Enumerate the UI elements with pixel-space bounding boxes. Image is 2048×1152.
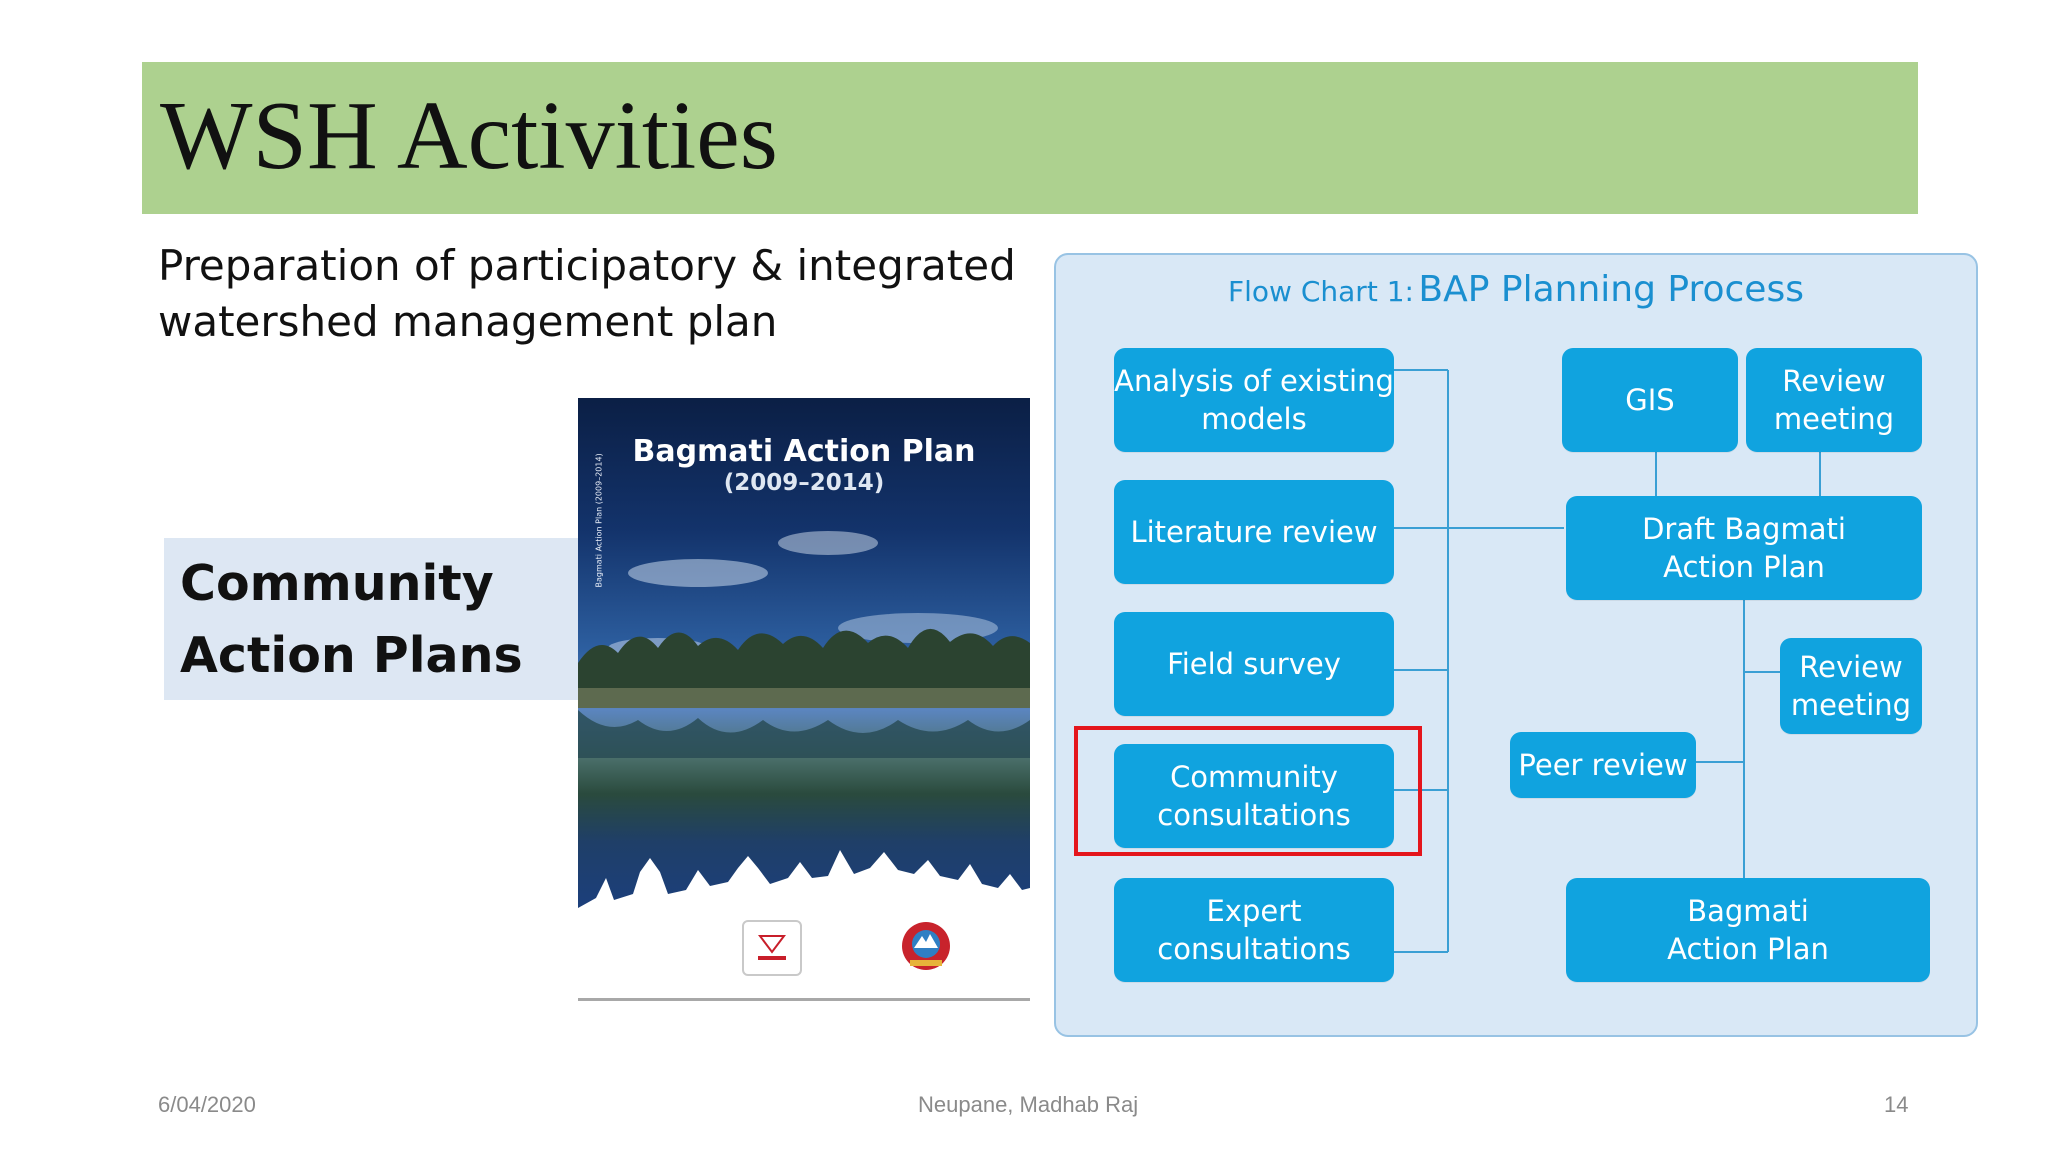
caption-text: Community Action Plans xyxy=(180,548,523,692)
footer-author: Neupane, Madhab Raj xyxy=(918,1092,1139,1117)
subtitle-line-2: watershed management plan xyxy=(158,297,778,346)
highlight-box xyxy=(1074,726,1422,856)
cover-title: Bagmati Action Plan xyxy=(632,434,976,469)
cover-underline xyxy=(578,998,1030,1001)
node-review-meeting-2: Review meeting xyxy=(1780,638,1922,734)
node-literature-review: Literature review xyxy=(1114,480,1394,584)
flowchart-title-prefix: Flow Chart 1: xyxy=(1228,275,1414,308)
node-gis: GIS xyxy=(1562,348,1738,452)
subtitle-line-1: Preparation of participatory & integrate… xyxy=(158,241,1016,290)
node-peer-review: Peer review xyxy=(1510,732,1696,798)
flowchart-title-main: BAP Planning Process xyxy=(1418,269,1804,310)
partner-logo xyxy=(742,920,802,976)
caption-box: Community Action Plans xyxy=(164,538,584,700)
node-bagmati-action-plan: Bagmati Action Plan xyxy=(1566,878,1930,982)
node-field-survey: Field survey xyxy=(1114,612,1394,716)
report-cover-image: Bagmati Action Plan (2009–2014) Bagmati … xyxy=(578,398,1030,996)
node-expert-consultations: Expert consultations xyxy=(1114,878,1394,982)
cover-landscape xyxy=(578,531,1030,758)
footer-date: 6/04/2020 xyxy=(158,1092,256,1117)
slide-title: WSH Activities xyxy=(160,82,778,190)
cover-years: (2009–2014) xyxy=(723,470,885,496)
government-emblem-icon xyxy=(898,918,954,974)
footer-page-number: 14 xyxy=(1884,1092,1909,1117)
node-community-consultations: Community consultations xyxy=(1114,744,1394,848)
node-draft-bagmati-action-plan: Draft Bagmati Action Plan xyxy=(1566,496,1922,600)
slide-subtitle: Preparation of participatory & integrate… xyxy=(158,238,1038,350)
caption-line-1: Community xyxy=(180,555,494,612)
flowchart-title: Flow Chart 1: BAP Planning Process xyxy=(1056,269,1976,310)
title-bar: WSH Activities xyxy=(142,62,1918,214)
node-review-meeting-1: Review meeting xyxy=(1746,348,1922,452)
node-analysis-existing-models: Analysis of existing models xyxy=(1114,348,1394,452)
caption-line-2: Action Plans xyxy=(180,627,523,684)
